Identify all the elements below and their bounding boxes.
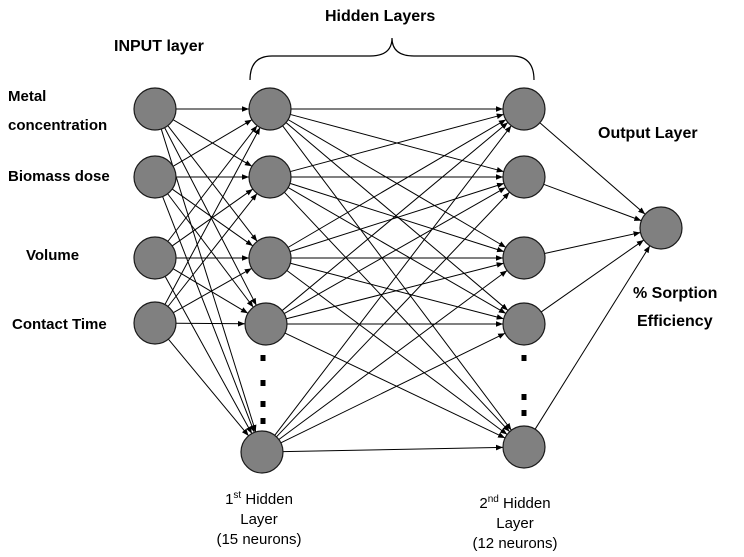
input-node-3	[133, 236, 177, 280]
hidden2-node-4	[502, 302, 546, 346]
input-h1-edge-3-2	[173, 267, 252, 314]
input-label-volume: Volume	[26, 247, 80, 264]
neuron-nodes	[133, 87, 683, 474]
hidden2-node-3	[502, 236, 546, 280]
h1-h2-edge-1-0	[290, 113, 504, 173]
h1-h2-edge-2-1	[289, 182, 505, 253]
hidden1-node-5	[240, 430, 284, 474]
hidden1-ellipsis-dot-1	[260, 355, 266, 361]
input-node-1	[133, 87, 177, 131]
hidden1-caption: 1st Hidden Layer (15 neurons)	[216, 490, 302, 548]
hidden1-ellipsis-dot-3	[260, 401, 266, 407]
input-h1-edge-2-1	[171, 188, 254, 247]
h1-h2-edge-3-0	[281, 122, 509, 311]
h2-output-edge-1-0	[543, 183, 642, 222]
hidden2-ellipsis-dot-1	[521, 355, 527, 361]
output-layer-title: Output Layer	[598, 125, 698, 142]
input-h1-edge-3-3	[175, 320, 246, 327]
h1-h2-edge-2-0	[287, 119, 507, 248]
h1-h2-edge-4-1	[276, 191, 510, 438]
input-node-4	[133, 301, 177, 345]
h1-h2-edge-0-4	[282, 125, 512, 431]
output-label-efficiency: Efficiency	[637, 313, 713, 330]
input-label-metal: Metal	[8, 88, 47, 105]
connection-edges	[160, 106, 651, 453]
h1-h2-edge-1-4	[284, 191, 510, 433]
h1-h2-edge-3-2	[286, 262, 504, 320]
input-label-concentration: concentration	[8, 117, 108, 134]
hidden-layers-brace	[249, 37, 535, 81]
h2-output-edge-4-0	[534, 245, 651, 430]
input-h1-edge-2-0	[167, 125, 258, 242]
input-h1-edge-2-4	[164, 276, 253, 434]
h1-h2-edge-4-3	[280, 332, 506, 444]
hidden1-node-3	[248, 236, 292, 280]
hidden1-ellipsis-dot-2	[260, 380, 266, 386]
hidden2-caption: 2nd Hidden Layer (12 neurons)	[472, 494, 558, 552]
h1-h2-edge-4-2	[278, 270, 508, 440]
hidden2-node-2	[502, 155, 546, 199]
h1-h2-edge-3-4	[284, 332, 506, 439]
input-label-contact-time: Contact Time	[12, 316, 107, 333]
input-layer-title: INPUT layer	[114, 38, 204, 55]
input-h1-edge-1-0	[172, 119, 253, 167]
hidden2-node-1	[502, 87, 546, 131]
input-h1-edge-2-3	[172, 268, 249, 314]
h1-h2-edge-4-0	[274, 125, 512, 436]
input-h1-edge-1-4	[162, 196, 255, 433]
output-node-1	[639, 206, 683, 250]
output-label-sorption: % Sorption	[633, 285, 718, 302]
hidden2-ellipsis-dot-2	[521, 394, 527, 400]
h1-h2-edge-1-3	[287, 187, 507, 314]
input-h1-edge-3-4	[168, 338, 249, 437]
hidden1-node-4	[244, 302, 288, 346]
input-h1-edge-3-0	[164, 127, 261, 305]
hidden2-ellipsis-dot-3	[521, 410, 527, 416]
input-h1-edge-1-3	[167, 193, 254, 308]
input-h1-edge-3-1	[167, 193, 258, 307]
hidden1-node-2	[248, 155, 292, 199]
hidden2-node-5	[502, 425, 546, 469]
h1-h2-edge-0-3	[285, 122, 509, 311]
ellipsis-dots	[260, 355, 527, 424]
h1-h2-edge-3-1	[283, 186, 507, 315]
h2-output-edge-3-0	[540, 239, 645, 313]
hidden1-node-1	[248, 87, 292, 131]
h1-h2-edge-4-4	[282, 444, 504, 453]
hidden-layers-title: Hidden Layers	[325, 8, 436, 25]
input-h1-edge-0-4	[160, 128, 257, 433]
input-node-2	[133, 155, 177, 199]
input-label-biomass-dose: Biomass dose	[8, 168, 110, 185]
hidden1-ellipsis-dot-4	[260, 418, 266, 424]
h2-output-edge-2-0	[544, 231, 641, 254]
h2-output-edge-0-0	[539, 122, 646, 215]
